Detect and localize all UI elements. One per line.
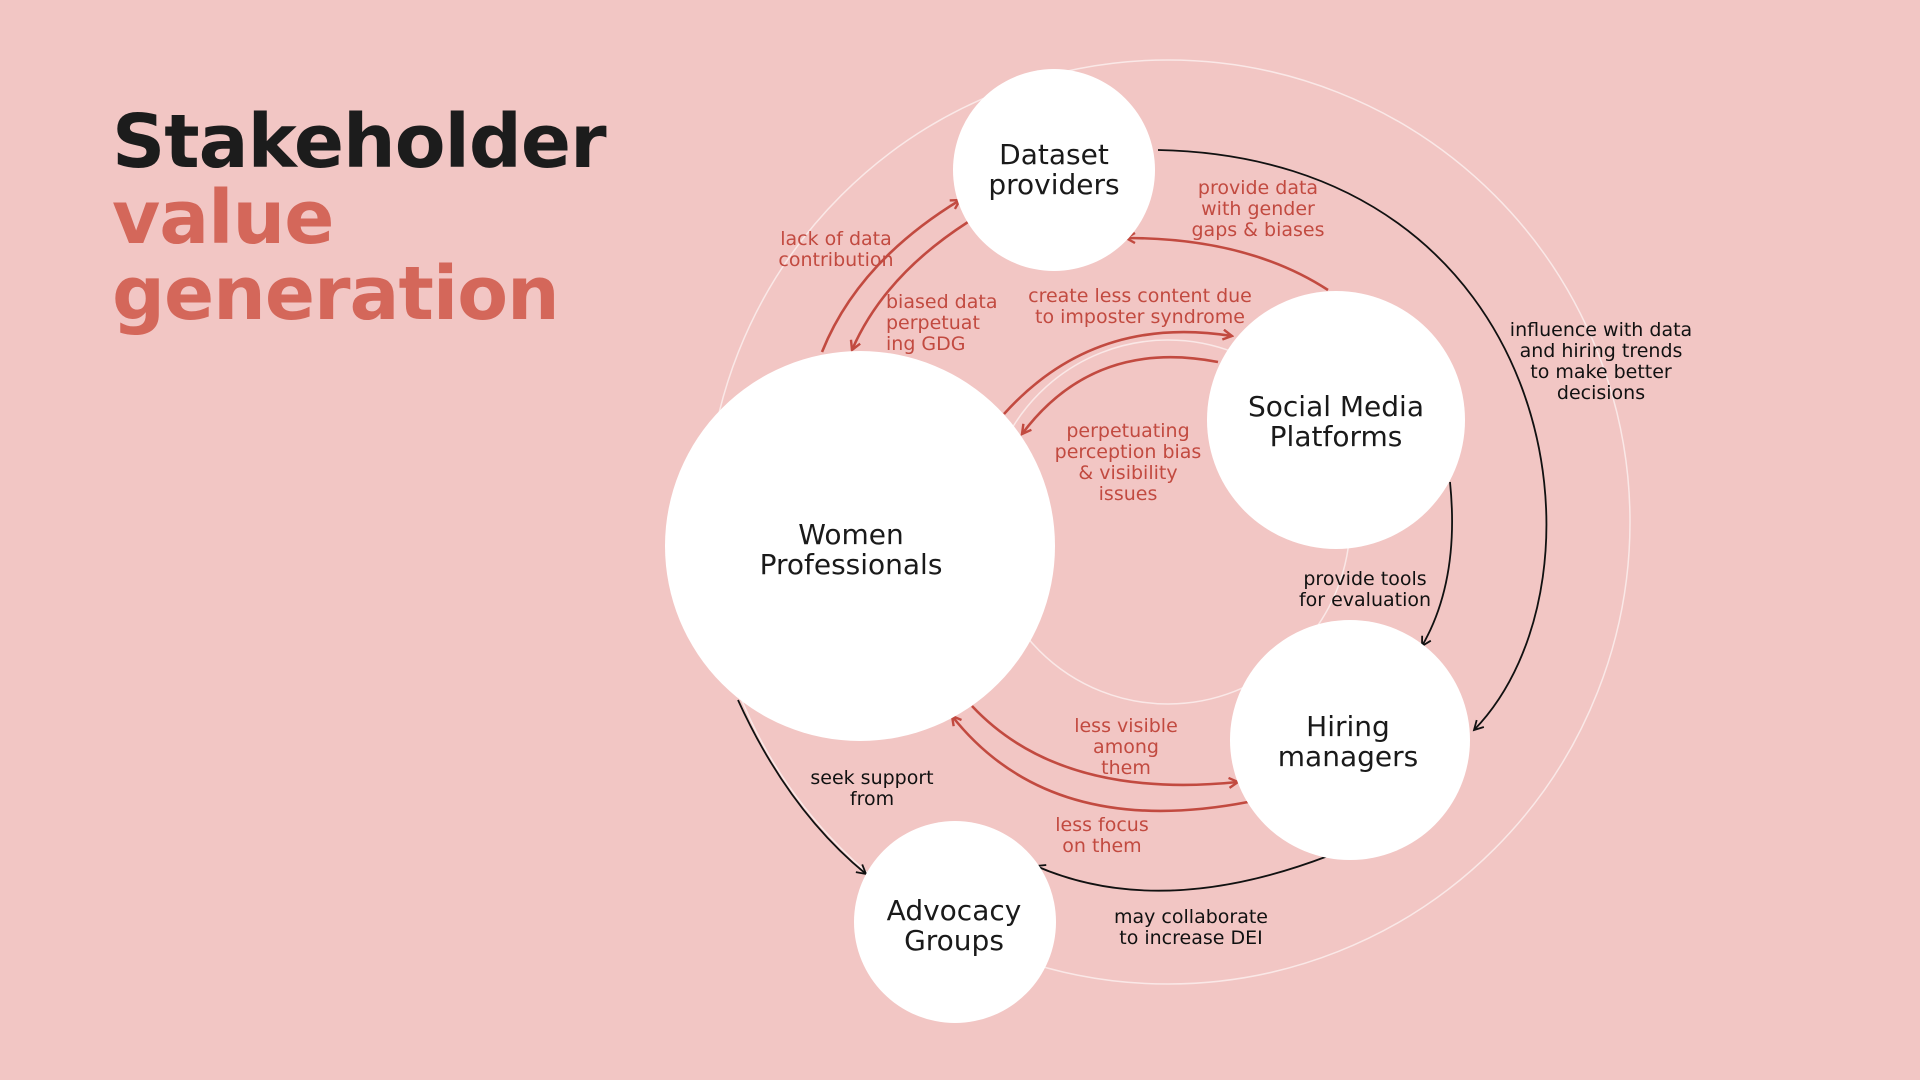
node-advocacy-groups: Advocacy Groups — [854, 821, 1056, 1023]
label-perpetuating-bias: perpetuating perception bias & visibilit… — [1055, 420, 1202, 505]
node-label: Groups — [904, 924, 1004, 957]
edge-label-line: seek support — [810, 767, 933, 789]
edge-label-line: decisions — [1557, 382, 1645, 404]
arrow-perpetuating-bias — [1022, 355, 1219, 434]
edge-label-line: perception bias — [1055, 441, 1202, 463]
node-label: Social Media — [1248, 390, 1424, 423]
edge-label-line: them — [1101, 757, 1151, 779]
edge-label-line: from — [850, 788, 894, 810]
label-less-focus: less focus on them — [1055, 814, 1149, 857]
title-line-3: generation — [112, 251, 560, 337]
arrow-influence — [1157, 149, 1548, 732]
node-label: Advocacy — [887, 894, 1022, 927]
arrow-less-visible — [971, 705, 1238, 785]
label-provide-tools: provide tools for evaluation — [1299, 568, 1431, 611]
node-label: managers — [1278, 740, 1418, 773]
node-women-professionals: Women Professionals — [665, 351, 1055, 741]
node-label: Dataset — [999, 138, 1109, 171]
edge-label-line: biased data — [886, 291, 997, 313]
arrow-seek-support — [737, 699, 868, 876]
edge-label-line: provide tools — [1303, 568, 1426, 590]
edge-label-line: influence with data — [1510, 319, 1692, 341]
edge-label-line: gaps & biases — [1191, 219, 1324, 241]
edge-label-line: to imposter syndrome — [1035, 306, 1245, 328]
edge-label-line: create less content due — [1028, 285, 1252, 307]
label-biased-data: biased data perpetuat ing GDG — [886, 291, 997, 355]
node-label: Hiring — [1306, 710, 1390, 743]
label-seek-support: seek support from — [810, 767, 933, 810]
node-label: Women — [798, 518, 903, 551]
edge-label-line: among — [1093, 736, 1159, 758]
arrow-biased-data — [852, 220, 969, 350]
edge-label-line: contribution — [778, 249, 893, 271]
edge-label-line: issues — [1099, 483, 1158, 505]
arrow-less-focus — [952, 716, 1249, 813]
node-hiring-managers: Hiring managers — [1230, 620, 1470, 860]
edge-label-line: & visibility — [1078, 462, 1177, 484]
edge-label-line: lack of data — [780, 228, 892, 250]
node-label: Platforms — [1270, 420, 1403, 453]
title-line-1: Stakeholder — [112, 99, 607, 185]
label-less-visible: less visible among them — [1074, 715, 1178, 779]
edge-label-line: perpetuating — [1066, 420, 1189, 442]
arrow-provide-data — [1126, 238, 1329, 292]
arrow-may-collaborate — [1034, 855, 1329, 892]
edge-label-line: to make better — [1530, 361, 1672, 383]
label-create-less-content: create less content due to imposter synd… — [1028, 285, 1252, 328]
edge-label-line: for evaluation — [1299, 589, 1431, 611]
node-social-media-platforms: Social Media Platforms — [1207, 291, 1465, 549]
title-line-2: value — [112, 175, 334, 261]
label-may-collaborate: may collaborate to increase DEI — [1114, 906, 1268, 949]
arrow-create-less-content — [1003, 332, 1232, 415]
label-influence: influence with data and hiring trends to… — [1510, 319, 1692, 404]
edge-label-line: less visible — [1074, 715, 1178, 737]
node-dataset-providers: Dataset providers — [953, 69, 1155, 271]
page-title: Stakeholder value generation — [112, 99, 607, 337]
arrow-lack-of-data — [820, 200, 960, 353]
label-lack-of-data: lack of data contribution — [778, 228, 893, 271]
label-provide-data: provide data with gender gaps & biases — [1191, 177, 1324, 241]
edge-label-line: provide data — [1198, 177, 1318, 199]
edge-label-line: perpetuat — [886, 312, 980, 334]
edge-label-line: with gender — [1201, 198, 1315, 220]
arrow-provide-tools — [1421, 481, 1453, 648]
edge-label-line: to increase DEI — [1119, 927, 1262, 949]
edge-label-line: on them — [1062, 835, 1141, 857]
edge-label-line: less focus — [1055, 814, 1149, 836]
edge-label-line: and hiring trends — [1520, 340, 1683, 362]
edge-label-line: ing GDG — [886, 333, 966, 355]
node-label: providers — [988, 168, 1119, 201]
node-label: Professionals — [760, 548, 943, 581]
edge-label-line: may collaborate — [1114, 906, 1268, 928]
